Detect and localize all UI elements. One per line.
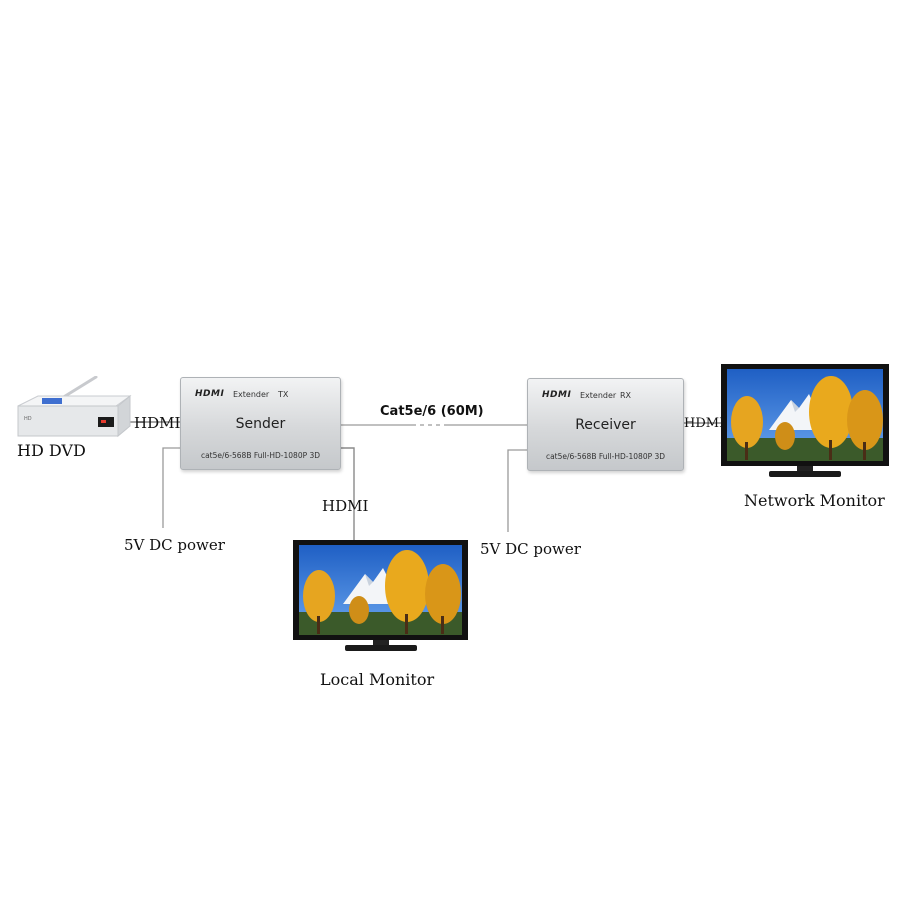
receiver-spec: cat5e/6-568B Full-HD-1080P 3D (545, 452, 666, 461)
receiver-extender-box: HDMI Extender RX Receiver cat5e/6-568B F… (527, 378, 684, 471)
local-monitor-image (293, 540, 468, 651)
sender-role: Sender (235, 416, 286, 432)
hdmi-label-local: HDMI (322, 497, 369, 515)
receiver-brand-logo: HDMI (542, 390, 572, 400)
cat-cable-label: Cat5e/6 (60M) (380, 404, 484, 419)
receiver-role: Receiver (575, 417, 636, 433)
hdmi-cable-local (339, 447, 355, 541)
sender-mode: TX (278, 390, 289, 399)
network-monitor-label: Network Monitor (744, 491, 885, 510)
network-monitor-image (721, 364, 889, 477)
sender-power-label: 5V DC power (124, 536, 225, 554)
sender-extender-box: HDMI Extender TX Sender cat5e/6-568B Ful… (180, 377, 341, 470)
receiver-mode: RX (620, 391, 632, 400)
power-cable-receiver (507, 449, 527, 532)
receiver-brand-sub: Extender (580, 391, 617, 400)
hd-dvd-label: HD DVD (17, 441, 86, 460)
svg-text:HD: HD (24, 416, 32, 422)
power-cable-sender (162, 447, 182, 528)
receiver-power-label: 5V DC power (480, 540, 581, 558)
sender-brand-logo: HDMI (195, 389, 225, 399)
sender-spec: cat5e/6-568B Full-HD-1080P 3D (200, 451, 321, 460)
local-monitor-label: Local Monitor (320, 670, 435, 689)
hd-dvd-player-image: HD (17, 376, 132, 438)
hdmi-label-source: HDMI (134, 414, 181, 432)
sender-brand-sub: Extender (233, 390, 270, 399)
hdmi-label-network: HDMI (684, 416, 725, 431)
